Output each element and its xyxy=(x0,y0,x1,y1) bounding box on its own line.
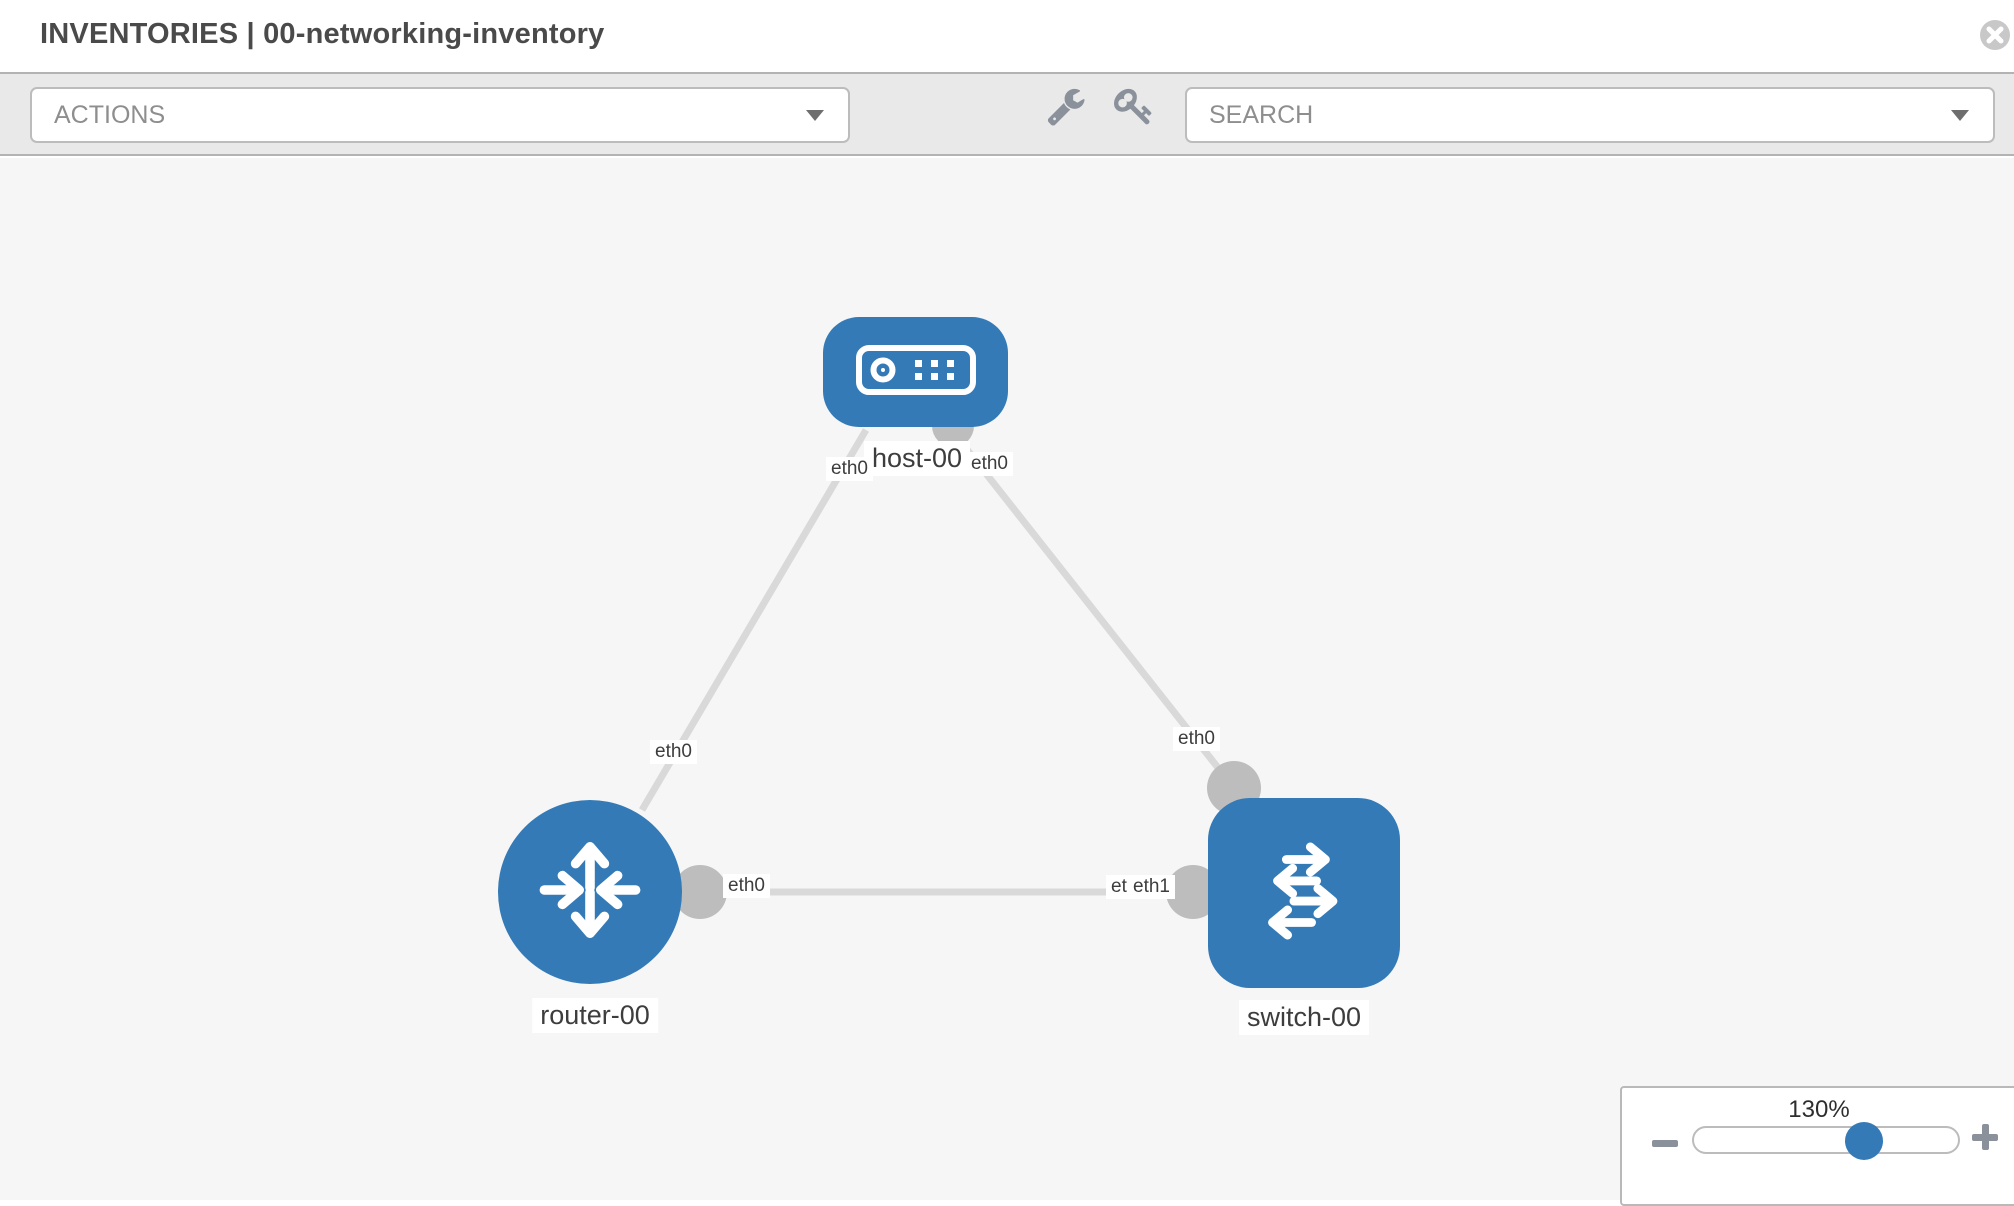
interface-label: eth0 xyxy=(966,452,1013,476)
toolbar: ACTIONS SEARCH xyxy=(0,72,2014,156)
actions-dropdown-label: ACTIONS xyxy=(54,100,166,129)
interface-label: eth0 xyxy=(723,874,770,898)
switch-icon xyxy=(1241,828,1367,959)
search-dropdown-label: SEARCH xyxy=(1209,100,1314,129)
header: INVENTORIES | 00-networking-inventory xyxy=(0,0,2014,72)
chevron-down-icon xyxy=(1951,110,1969,121)
zoom-level-label: 130% xyxy=(1788,1096,1850,1123)
wrench-icon xyxy=(1046,88,1086,130)
zoom-control-panel: 130% xyxy=(1620,1086,2014,1206)
chevron-down-icon xyxy=(806,110,824,121)
zoom-slider-knob[interactable] xyxy=(1845,1122,1883,1160)
credentials-button[interactable] xyxy=(1114,86,1154,126)
page-title: INVENTORIES | 00-networking-inventory xyxy=(40,18,605,50)
interface-endpoint[interactable] xyxy=(1166,865,1220,919)
zoom-slider[interactable] xyxy=(1692,1126,1960,1154)
interface-label: eth0 xyxy=(826,457,873,481)
interface-label: eth0 xyxy=(1173,727,1220,751)
topology-canvas[interactable]: host-00 router-00 switch-00 eth0 eth0 et… xyxy=(0,158,2014,1200)
actions-dropdown[interactable]: ACTIONS xyxy=(30,87,850,143)
interface-label: eth1 xyxy=(1128,875,1175,899)
key-icon xyxy=(1114,88,1154,130)
interface-label: eth0 xyxy=(650,740,697,764)
interface-endpoint[interactable] xyxy=(673,865,727,919)
close-icon xyxy=(1986,26,2004,44)
node-label-host-00: host-00 xyxy=(863,441,971,476)
close-button[interactable] xyxy=(1980,20,2010,50)
router-icon xyxy=(530,830,650,955)
node-router-00[interactable] xyxy=(498,800,682,984)
node-label-router-00: router-00 xyxy=(532,998,658,1033)
node-switch-00[interactable] xyxy=(1208,798,1400,988)
configure-button[interactable] xyxy=(1046,86,1086,126)
zoom-in-button[interactable] xyxy=(1972,1124,1998,1150)
zoom-out-button[interactable] xyxy=(1652,1132,1678,1154)
search-dropdown[interactable]: SEARCH xyxy=(1185,87,1995,143)
server-icon xyxy=(855,344,977,401)
node-label-switch-00: switch-00 xyxy=(1238,1000,1370,1035)
node-host-00[interactable] xyxy=(823,317,1008,427)
